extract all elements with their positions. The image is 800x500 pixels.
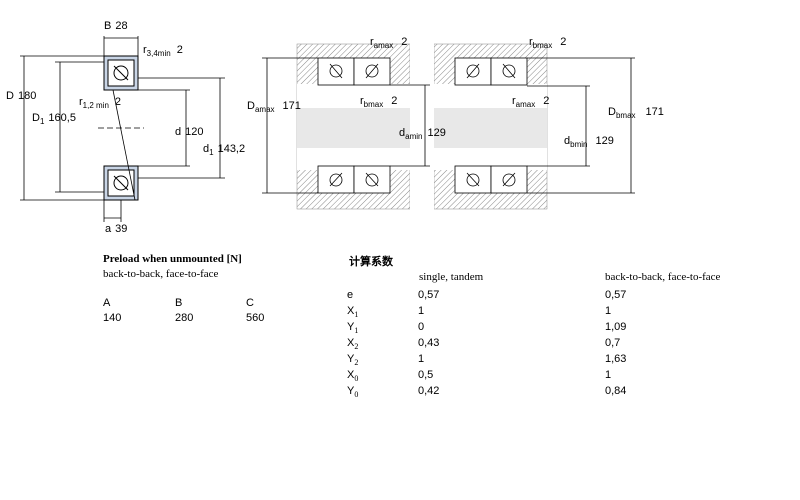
factor-symbol: e: [347, 289, 354, 301]
dim-r12-sub: 1,2 min: [83, 101, 109, 110]
preload-value-a: 140: [103, 312, 122, 324]
svg-text:a39: a39: [105, 223, 127, 235]
factor-pair: 0,57: [605, 289, 627, 301]
factors-title: 计算系数: [349, 256, 393, 268]
factor-single: 0,57: [418, 289, 440, 301]
dim-d-value: 120: [185, 126, 203, 138]
preload-title: Preload when unmounted [N]: [103, 253, 242, 265]
dim-D1-symbol: D: [32, 112, 40, 124]
bearing-section: [103, 55, 139, 201]
preload-subtitle: back-to-back, face-to-face: [103, 268, 219, 280]
mounting-pair-right: [433, 43, 548, 210]
factor-symbol: Y0: [347, 385, 359, 400]
dim-ramax-top-symbol: r: [370, 36, 374, 48]
dim-ramax-mid-sub: amax: [516, 100, 536, 109]
dim-Dbmax-sub: bmax: [616, 111, 636, 120]
dim-D-symbol: D: [6, 90, 14, 102]
dim-dbmin-value: 129: [595, 135, 613, 147]
preload-header-a: A: [103, 297, 111, 309]
factor-symbol: X0: [347, 369, 359, 384]
dim-D1-value: 160,5: [48, 112, 76, 124]
dim-d1-symbol: d: [203, 143, 209, 155]
factor-pair: 0,84: [605, 385, 627, 397]
dim-damin-symbol: d: [399, 127, 405, 139]
dimension-lines-left: [20, 36, 225, 222]
dim-damin-value: 129: [427, 127, 445, 139]
dim-ramax-mid-symbol: r: [512, 95, 516, 107]
dim-Damax-symbol: D: [247, 100, 255, 112]
dim-dbmin-sub: bmin: [570, 140, 587, 149]
dim-d1-value: 143,2: [218, 143, 246, 155]
dim-ramax-top-value: 2: [401, 36, 407, 48]
factor-symbol: X1: [347, 305, 359, 320]
factor-single: 1: [418, 305, 425, 317]
dim-Damax-value: 171: [283, 100, 301, 112]
dim-Dbmax-symbol: D: [608, 106, 616, 118]
preload-header-c: C: [246, 297, 254, 309]
dim-rbmax-top-value: 2: [560, 36, 566, 48]
factor-pair: 1: [605, 369, 612, 381]
factor-pair: 0,7: [605, 337, 621, 349]
dimension-lines-right: [262, 57, 635, 194]
mounting-pair-left: [296, 43, 411, 210]
factor-single: 0,43: [418, 337, 440, 349]
dim-a-value: 39: [115, 223, 127, 235]
dim-Damax-sub: amax: [255, 105, 275, 114]
dim-rbmax-mid-sub: bmax: [364, 100, 384, 109]
factor-single: 0: [418, 321, 425, 333]
dim-a-symbol: a: [105, 223, 112, 235]
dim-rbmax-top-symbol: r: [529, 36, 533, 48]
dim-rbmax-mid-value: 2: [391, 95, 397, 107]
factor-single: 1: [418, 353, 425, 365]
factor-symbol: Y2: [347, 353, 359, 368]
dim-rbmax-top-sub: bmax: [533, 41, 553, 50]
dim-Dbmax-value: 171: [646, 106, 664, 118]
factors-col1-header: single, tandem: [419, 271, 484, 283]
factor-single: 0,42: [418, 385, 440, 397]
dim-D1-sub: 1: [40, 117, 45, 126]
preload-value-c: 560: [246, 312, 265, 324]
preload-header-b: B: [175, 297, 183, 309]
dim-dbmin-symbol: d: [564, 135, 570, 147]
factor-symbol: X2: [347, 337, 359, 352]
dim-damin-sub: amin: [405, 132, 422, 141]
dim-ramax-top-sub: amax: [374, 41, 394, 50]
svg-text:B28: B 28: [104, 20, 128, 32]
dim-d-symbol: d: [175, 126, 181, 138]
factor-pair: 1: [605, 305, 612, 317]
factor-pair: 1,09: [605, 321, 627, 333]
factor-single: 0,5: [418, 369, 434, 381]
dim-r34-value: 2: [177, 44, 183, 56]
factor-symbol: Y1: [347, 321, 359, 336]
factors-col2-header: back-to-back, face-to-face: [605, 271, 721, 283]
dim-r12-symbol: r: [79, 96, 83, 108]
dim-r34-sub: 3,4min: [147, 49, 171, 58]
preload-value-b: 280: [175, 312, 194, 324]
dim-B-value: 28: [115, 20, 127, 32]
dim-ramax-mid-value: 2: [543, 95, 549, 107]
dim-r12-value: 2: [115, 96, 121, 108]
dim-D-value: 180: [18, 90, 36, 102]
factor-pair: 1,63: [605, 353, 627, 365]
dim-d1-sub: 1: [209, 148, 214, 157]
dim-B-symbol: B: [104, 20, 111, 32]
dim-r34-symbol: r: [143, 44, 147, 56]
dim-rbmax-mid-symbol: r: [360, 95, 364, 107]
